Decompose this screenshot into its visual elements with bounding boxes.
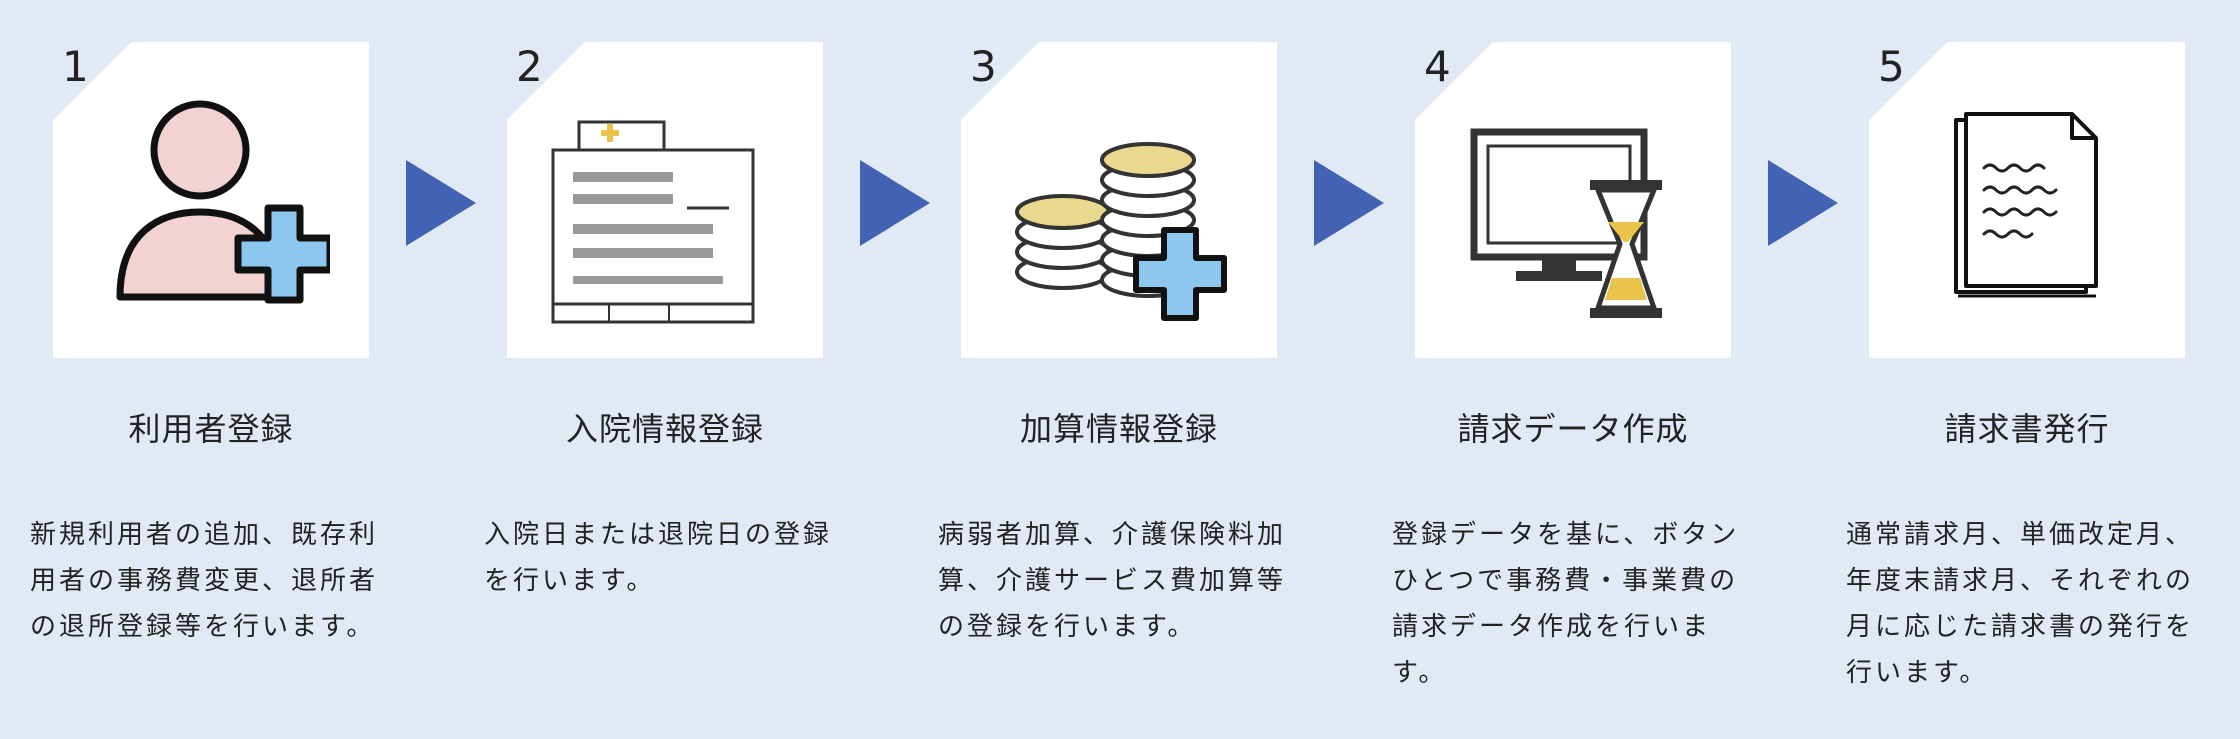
monitor-hourglass-icon [1462,72,1682,332]
document-icon [1936,72,2156,332]
step-number: 3 [970,42,997,91]
step-description: 入院日または退院日の登録を行います。 [484,520,833,596]
step-description: 通常請求月、単価改定月、年度末請求月、それぞれの月に応じた請求書の発行を行います… [1846,520,2195,688]
step-description: 新規利用者の追加、既存利用者の事務費変更、退所者の退所登録等を行います。 [30,520,379,642]
hospital-form-icon [549,72,769,332]
arrow-right-icon [1314,160,1384,246]
step-number: 5 [1878,42,1905,91]
step-title: 加算情報登録 [1019,410,1218,448]
step-number: 4 [1424,42,1451,91]
arrow-right-icon [1768,160,1838,246]
step-title: 請求書発行 [1944,410,2110,448]
step-title: 利用者登録 [128,410,294,448]
step-title: 入院情報登録 [565,410,764,448]
arrow-right-icon [860,160,930,246]
step-number: 2 [516,42,543,91]
step-title: 請求データ作成 [1457,410,1689,448]
step-description: 病弱者加算、介護保険料加算、介護サービス費加算等の登録を行います。 [938,520,1287,642]
step-card [53,42,369,358]
user-add-icon [110,72,330,332]
arrow-right-icon [406,160,476,246]
coins-add-icon [1008,72,1228,332]
step-description: 登録データを基に、ボタンひとつで事務費・事業費の請求データ作成を行います。 [1392,520,1740,688]
step-number: 1 [62,42,89,91]
